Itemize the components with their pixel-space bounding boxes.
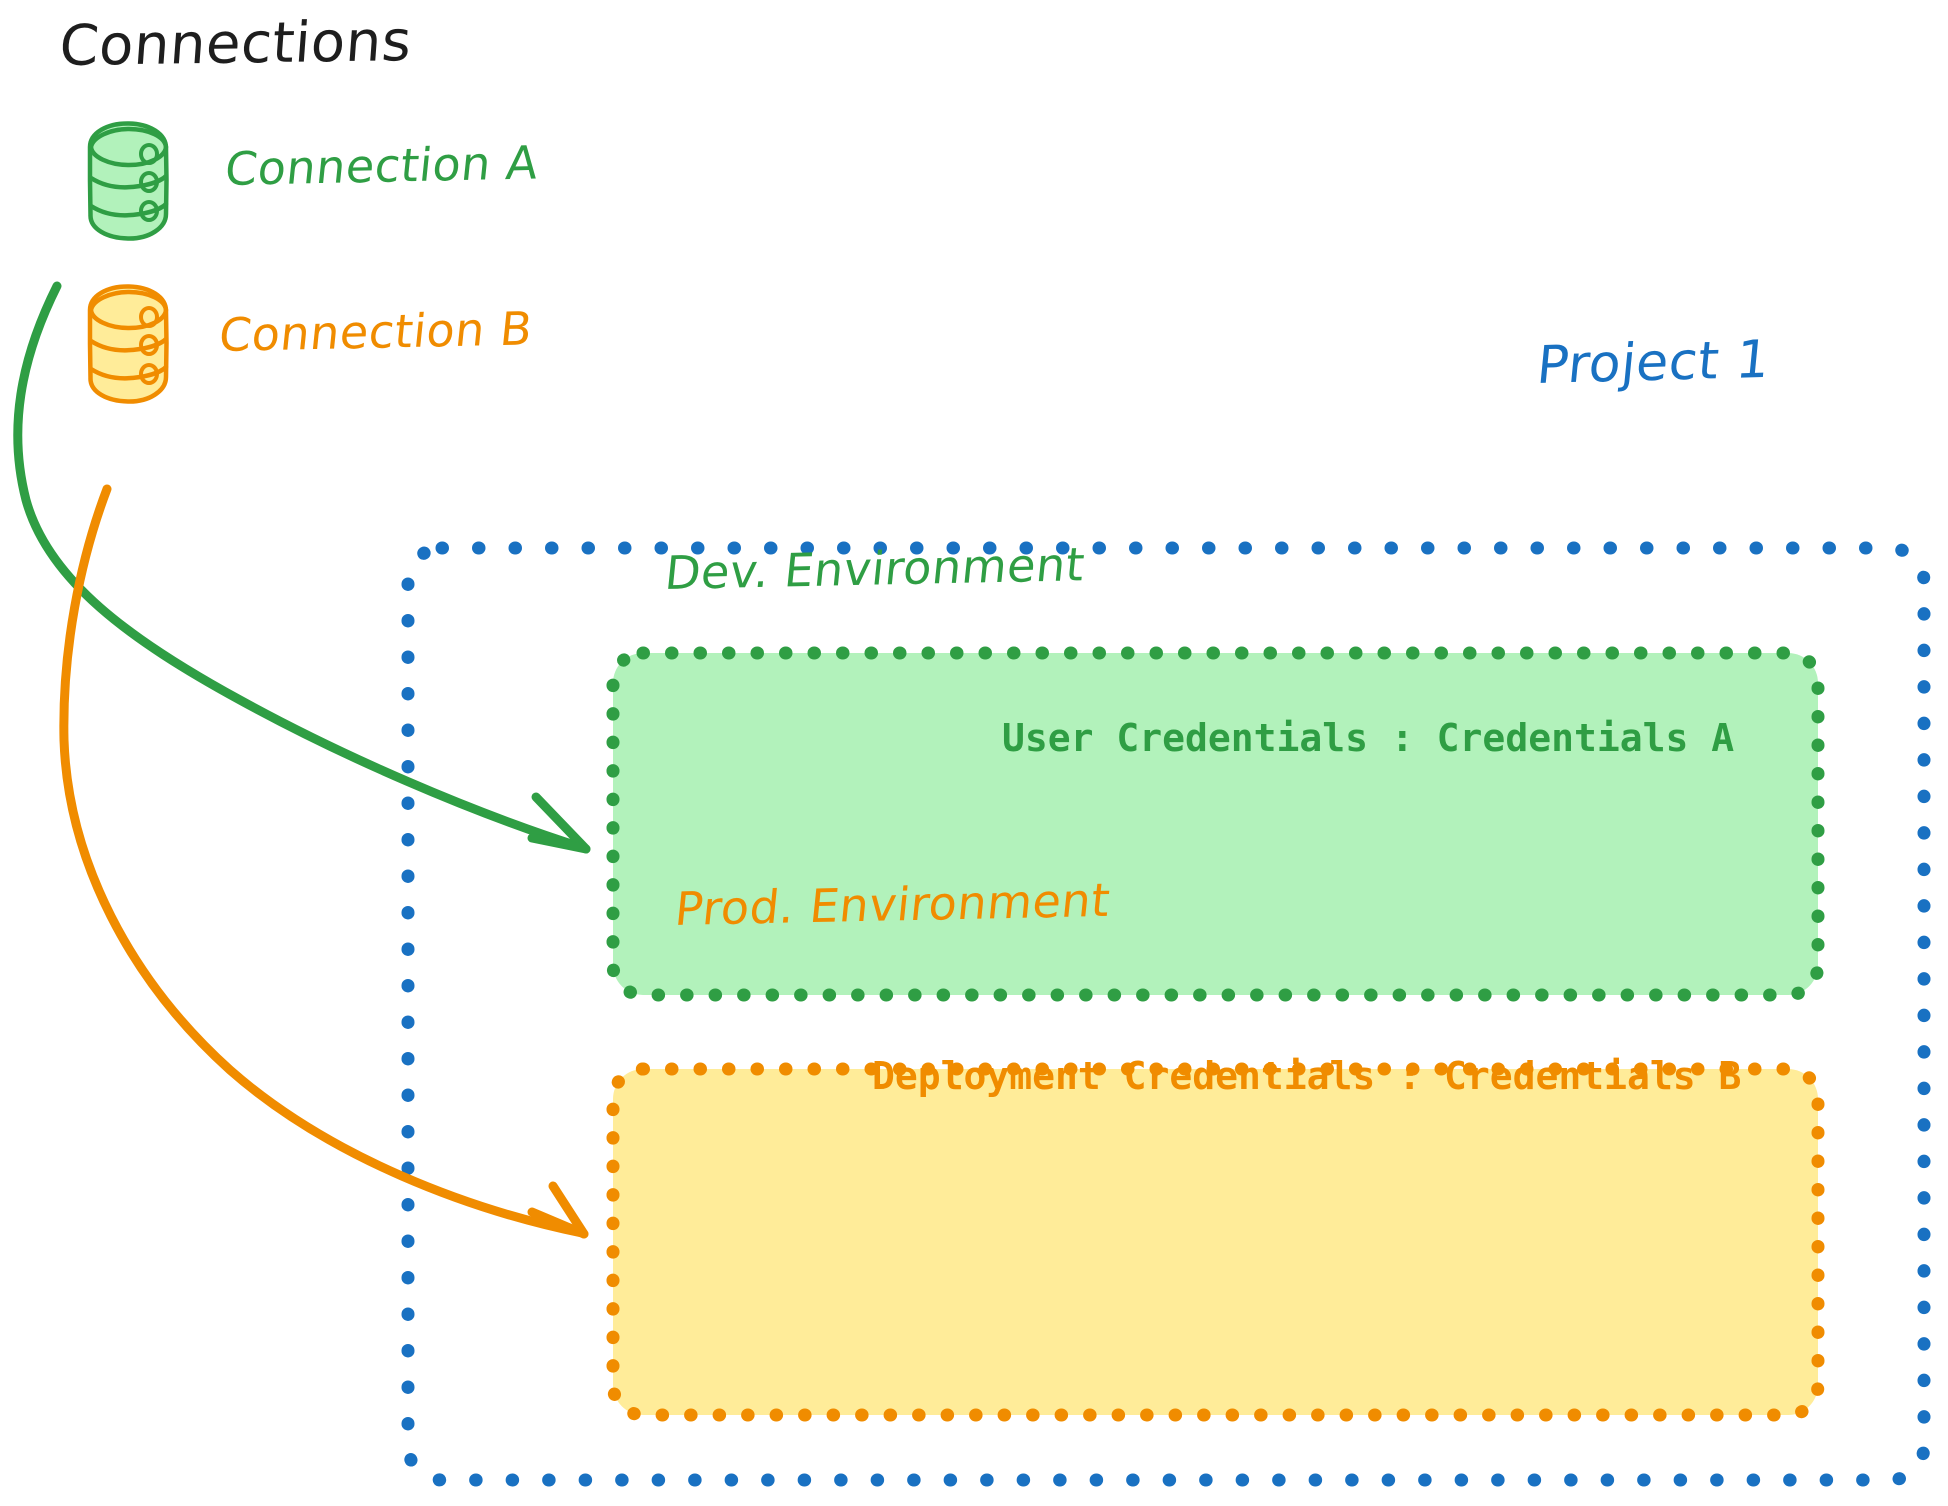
database-cylinder-icon-connection-a[interactable]: [87, 121, 169, 241]
prod-environment-box: [606, 1062, 1825, 1422]
dev-environment-box: [606, 646, 1825, 1002]
database-cylinder-icon-connection-b[interactable]: [87, 284, 169, 404]
connection-a-label: Connection A: [222, 135, 542, 196]
dev-environment-title: Dev. Environment: [662, 537, 1088, 600]
page-title: Connections: [57, 9, 414, 79]
prod-environment-credentials: Deployment Credentials : Credentials B: [872, 1054, 1742, 1098]
connection-b-label: Connection B: [216, 301, 536, 362]
arrow-connection-a-to-dev: [13, 281, 591, 854]
dev-environment-credentials: User Credentials : Credentials A: [1002, 716, 1735, 760]
arrow-connection-b-to-prod: [59, 484, 589, 1239]
project-1-label: Project 1: [1534, 329, 1773, 396]
project-1-container: [401, 541, 1931, 1487]
prod-environment-title: Prod. Environment: [672, 872, 1113, 936]
